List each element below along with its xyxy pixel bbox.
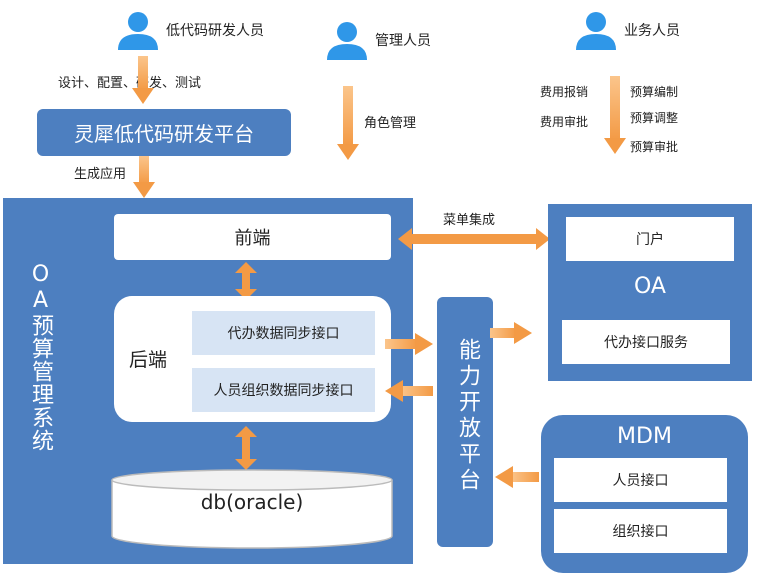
todo-sync-api: 代办数据同步接口 xyxy=(192,311,375,355)
arrow-down xyxy=(132,56,154,104)
mdm-title: MDM xyxy=(617,424,672,449)
arrow-left xyxy=(495,466,539,488)
arrow-down xyxy=(133,156,155,198)
oa-title: OA xyxy=(634,274,666,299)
double-arrow-vertical xyxy=(235,262,257,300)
portal-box: 门户 xyxy=(566,217,734,261)
capability-platform-box xyxy=(437,297,493,547)
people-org-sync-api: 人员组织数据同步接口 xyxy=(192,368,375,412)
db-cylinder xyxy=(111,469,393,549)
role-developer: 低代码研发人员 xyxy=(166,23,264,39)
user-icon xyxy=(118,12,158,50)
people-api-box: 人员接口 xyxy=(554,458,727,502)
arrow-right xyxy=(385,333,433,355)
role-admin: 管理人员 xyxy=(375,33,431,49)
expense-approve-label: 费用审批 xyxy=(540,115,589,129)
db-label: db(oracle) xyxy=(200,490,304,514)
arrow-left xyxy=(385,380,433,402)
arrow-down xyxy=(604,76,626,154)
user-icon xyxy=(576,12,616,50)
budget-adjust-label: 预算调整 xyxy=(630,111,679,125)
generate-app-label: 生成应用 xyxy=(74,167,127,182)
double-arrow-horizontal xyxy=(398,228,550,250)
menu-integration-label: 菜单集成 xyxy=(443,213,496,228)
lowcode-platform-box: 灵犀低代码研发平台 xyxy=(37,109,291,156)
budget-compile-label: 预算编制 xyxy=(630,85,679,99)
role-mgmt-label: 角色管理 xyxy=(364,116,417,131)
budget-approve-label: 预算审批 xyxy=(630,140,679,154)
role-business: 业务人员 xyxy=(624,23,680,39)
dev-tasks-label: 设计、配置、研发、测试 xyxy=(58,76,202,91)
double-arrow-vertical xyxy=(235,426,257,470)
user-icon xyxy=(327,22,367,60)
arrow-right xyxy=(490,322,532,344)
backend-label: 后端 xyxy=(129,349,168,371)
frontend-box: 前端 xyxy=(114,214,391,260)
capability-platform-label: 能力开放平台 xyxy=(455,338,480,494)
todo-service-box: 代办接口服务 xyxy=(562,320,730,364)
org-api-box: 组织接口 xyxy=(554,509,727,553)
oa-budget-system-title: OA预算管理系统 xyxy=(28,262,53,452)
arrow-down xyxy=(337,86,359,160)
expense-report-label: 费用报销 xyxy=(540,85,589,99)
